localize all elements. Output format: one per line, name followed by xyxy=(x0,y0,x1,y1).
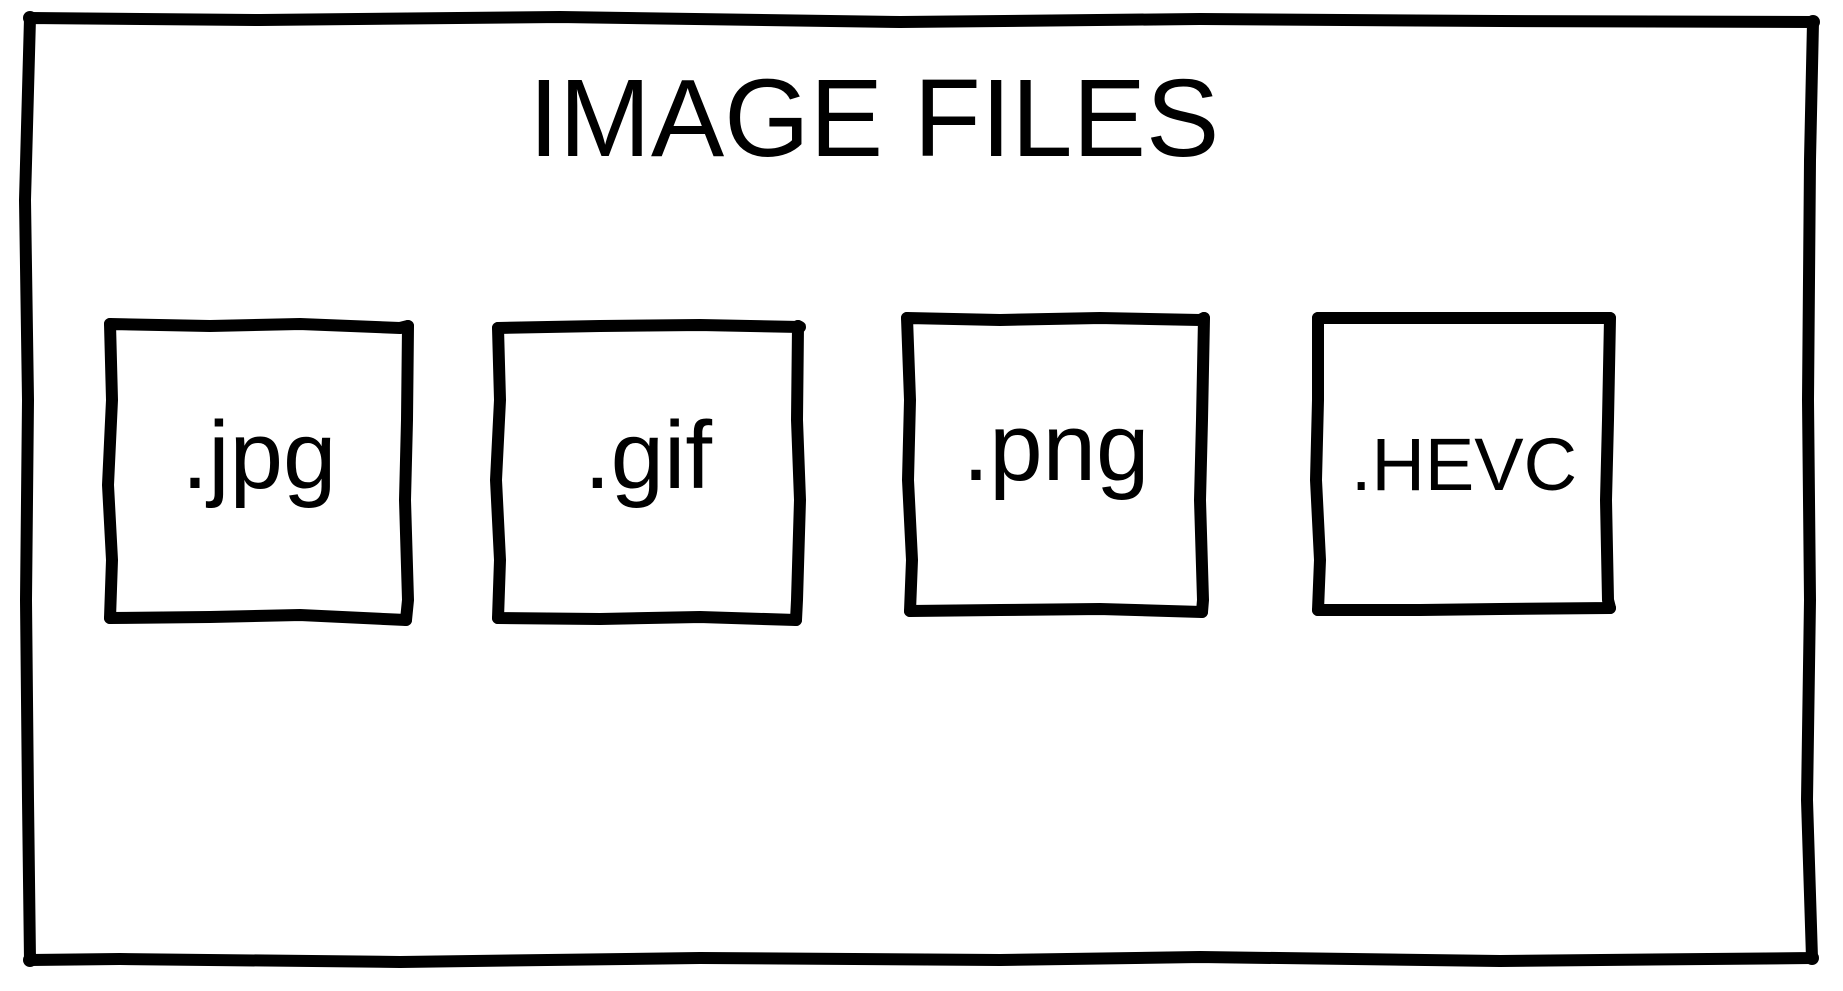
file-type-box-hevc: .HEVC xyxy=(1310,312,1616,616)
file-type-box-gif: .gif xyxy=(490,319,806,626)
file-type-label-hevc: .HEVC xyxy=(1351,423,1577,506)
file-type-label-gif: .gif xyxy=(584,402,712,509)
file-type-label-jpg: .jpg xyxy=(182,402,337,509)
file-type-box-png: .png xyxy=(901,312,1210,618)
file-type-box-jpg: .jpg xyxy=(102,318,414,626)
diagram-title: IMAGE FILES xyxy=(529,57,1220,180)
image-files-container xyxy=(19,11,1820,968)
file-type-label-png: .png xyxy=(963,394,1150,501)
